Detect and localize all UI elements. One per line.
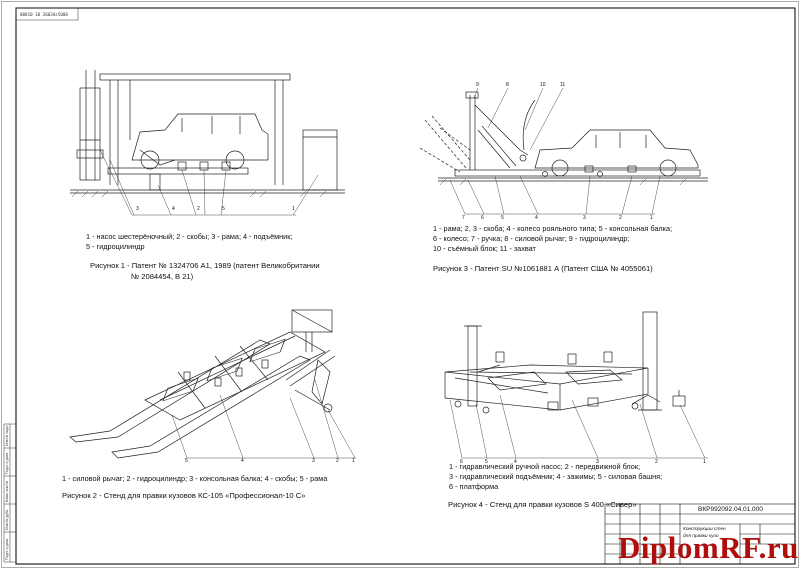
fig3-part-number: 6 xyxy=(481,215,484,221)
legend-line: 6 - платформа xyxy=(449,482,499,492)
title-block-subtitle: для правки кузо xyxy=(683,534,719,539)
figure-2-caption: Рисунок 2 - Стенд для правки кузовов КС-… xyxy=(62,491,306,500)
title-block xyxy=(604,503,796,565)
figure-3-caption: Рисунок 3 - Патент SU №1061881 А (Патент… xyxy=(433,264,653,273)
fig4-part-number: 2 xyxy=(655,459,658,465)
figure-2-legend: 1 - силовой рычаг; 2 - гидроцилиндр; 3 -… xyxy=(62,474,328,483)
figure-1-drawing xyxy=(70,70,345,216)
diplomrf-watermark: DiplomRF.ru xyxy=(618,530,799,565)
side-label-5: Подп. и дата xyxy=(5,538,9,560)
fig2-part-number: 1 xyxy=(352,458,355,464)
figure-1-legend: 1 - насос шестерёночный; 2 - скобы; 3 - … xyxy=(86,232,292,252)
fig4-part-number: 5 xyxy=(485,459,488,465)
fig1-part-number: 5 xyxy=(222,206,225,212)
fig2-part-number: 5 xyxy=(185,458,188,464)
figure-2-drawing xyxy=(69,309,356,459)
fig3-part-number: 5 xyxy=(501,215,504,221)
caption-line: Рисунок 1 - Патент № 1324706 А1, 1989 (п… xyxy=(90,261,320,270)
figure-1-caption: Рисунок 1 - Патент № 1324706 А1, 1989 (п… xyxy=(90,261,320,282)
legend-line: 6 - колесо; 7 - ручка; 8 - силовой рычаг… xyxy=(433,234,630,244)
fig2-part-number: 3 xyxy=(312,458,315,464)
side-label-4: Инв.№ дубл. xyxy=(5,508,9,530)
fig3-part-number: 11 xyxy=(560,82,566,88)
figure-3-drawing xyxy=(419,87,708,215)
fig4-part-number: 4 xyxy=(514,459,517,465)
fig2-part-number: 4 xyxy=(241,458,244,464)
figure-4-caption: Рисунок 4 - Стенд для правки кузовов S 4… xyxy=(448,500,637,509)
fig1-part-number: 3 xyxy=(136,206,139,212)
fig4-part-number: 6 xyxy=(460,459,463,465)
corner-stamp: 00810 10 2603ds5008 xyxy=(20,12,68,17)
fig2-part-number: 2 xyxy=(336,458,339,464)
fig3-part-number: 10 xyxy=(540,82,546,88)
fig3-part-number: 2 xyxy=(619,215,622,221)
side-label-3: Взам. инв.№ xyxy=(5,480,9,502)
fig1-part-number: 1 xyxy=(292,206,295,212)
figure-4-legend: 1 - гидравлический ручной насос; 2 - пер… xyxy=(449,462,662,493)
title-block-doc-code: ВКР992092.04.01.000 xyxy=(698,506,763,513)
legend-line: 5 - гидроцилиндр xyxy=(86,242,145,252)
figure-4-drawing xyxy=(444,311,708,459)
fig1-part-number: 2 xyxy=(197,206,200,212)
fig3-part-number: 3 xyxy=(583,215,586,221)
fig1-part-number: 4 xyxy=(172,206,175,212)
fig3-part-number: 4 xyxy=(535,215,538,221)
fig3-part-number: 8 xyxy=(506,82,509,88)
fig3-part-number: 7 xyxy=(462,215,465,221)
legend-line: 3 - гидравлический подъёмник; 4 - зажимы… xyxy=(449,472,663,482)
left-binding-strip xyxy=(3,423,16,563)
fig3-part-number: 9 xyxy=(476,82,479,88)
legend-line: 10 - съёмный блок; 11 - захват xyxy=(433,244,536,254)
side-label-1: Инв.№ подл. xyxy=(5,424,9,446)
fig4-part-number: 1 xyxy=(703,459,706,465)
fig3-part-number: 1 xyxy=(650,215,653,221)
legend-line: 1 - гидравлический ручной насос; 2 - пер… xyxy=(449,462,641,471)
side-label-2: Подп. и дата xyxy=(5,452,9,474)
caption-line: № 2084454, В 21) xyxy=(131,271,194,281)
figure-3-legend: 1 - рама; 2, 3 - скоба; 4 - колесо рояль… xyxy=(433,224,672,255)
legend-line: 1 - насос шестерёночный; 2 - скобы; 3 - … xyxy=(86,232,293,241)
legend-line: 1 - рама; 2, 3 - скоба; 4 - колесо рояль… xyxy=(433,224,673,233)
fig4-part-number: 3 xyxy=(596,459,599,465)
title-block-title: Конструкции стен xyxy=(683,527,726,532)
